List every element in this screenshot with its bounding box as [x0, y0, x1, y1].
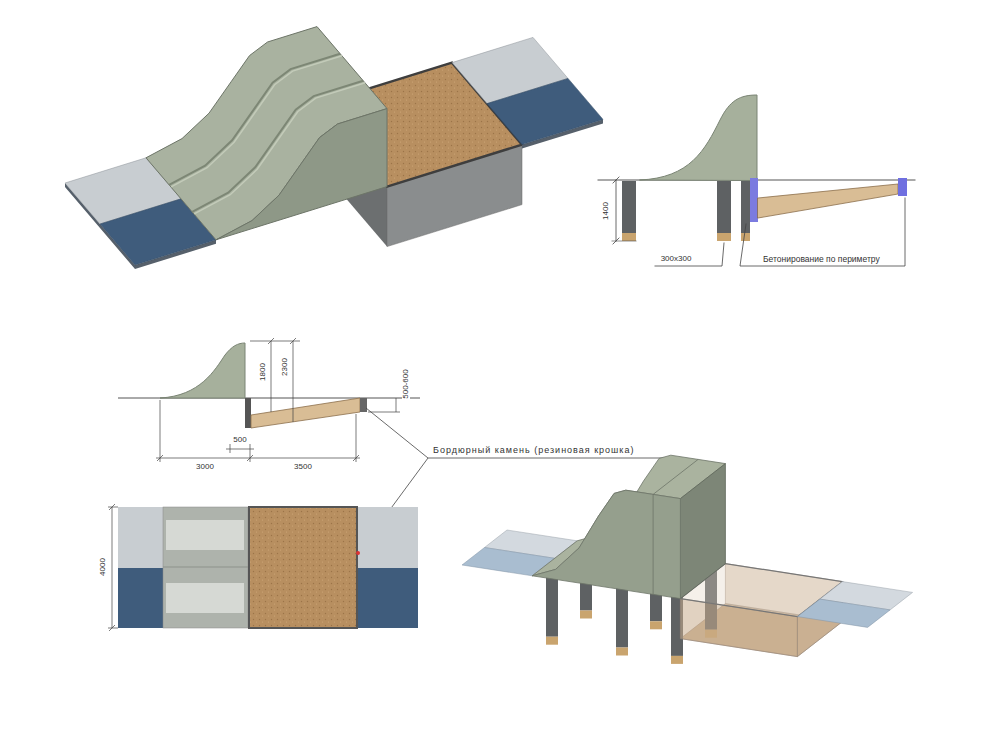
section-view [741, 233, 750, 241]
column [671, 656, 683, 664]
ramp-3d-view [216, 109, 387, 240]
dimension-label: 1400 [602, 201, 610, 221]
section-view [717, 181, 731, 233]
section-view [290, 338, 296, 344]
leader-line [366, 408, 428, 458]
section-view [622, 233, 636, 241]
plan-view [112, 507, 113, 628]
dimension-label: Бетонирование по периметру [762, 255, 881, 264]
dimension-label: 500 [232, 436, 247, 444]
plan-view [118, 568, 163, 628]
section-view [655, 243, 724, 266]
column [546, 575, 558, 637]
section-view [368, 412, 400, 413]
column [616, 586, 628, 648]
plan-view [163, 567, 248, 568]
plan-view [166, 520, 244, 550]
section-view [156, 458, 360, 459]
section-view [758, 184, 898, 218]
section-view [717, 233, 731, 241]
ramp-3d-view [532, 490, 680, 598]
section-view [622, 181, 636, 233]
dimension-label: 4000 [99, 557, 107, 577]
plan-view [249, 507, 357, 628]
plan-view [356, 551, 360, 555]
section-view [245, 398, 251, 428]
section-view [598, 95, 915, 266]
leader-line [428, 458, 672, 459]
section-view [157, 455, 163, 461]
section-view [251, 398, 360, 428]
section-view [160, 400, 161, 462]
ramp-3d-view [487, 78, 603, 144]
column [546, 637, 558, 645]
ramp-3d-view [462, 455, 913, 664]
callout-label: Бордюрный камень (резиновая крошка) [432, 446, 635, 455]
section-view [396, 398, 397, 412]
dimension-label: 2300 [281, 357, 289, 377]
dimension-label: 500-600 [402, 368, 410, 399]
section-view [250, 444, 251, 453]
section-view [247, 455, 253, 461]
section-view [160, 343, 245, 398]
dimension-label: 1800 [259, 362, 267, 382]
ramp-3d-view [797, 599, 890, 627]
plan-view [166, 583, 244, 613]
dimension-label: 300x300 [660, 255, 693, 263]
section-view [230, 444, 231, 453]
plan-view [108, 628, 118, 629]
plan-view [163, 507, 248, 628]
plan-view [108, 504, 418, 631]
section-view [226, 449, 254, 450]
column [580, 611, 592, 619]
plan-view [118, 507, 163, 568]
dimension-label: 3000 [195, 463, 215, 471]
plan-view [358, 568, 418, 628]
dimension-label: 3500 [293, 463, 313, 471]
section-view [740, 198, 905, 266]
section-view [118, 338, 420, 462]
section-view [613, 177, 619, 183]
ramp-3d-view [653, 494, 654, 594]
column [616, 648, 628, 656]
section-view [612, 241, 636, 242]
section-view [898, 178, 907, 196]
plan-view [358, 507, 418, 568]
ramp-3d-view [653, 459, 698, 494]
section-view [353, 455, 359, 461]
section-view [271, 341, 272, 412]
ramp-3d-view [146, 27, 387, 240]
section-view [293, 341, 294, 422]
plan-view [108, 507, 118, 508]
plan-view [109, 504, 115, 510]
ramp-3d-view [65, 27, 603, 269]
column [650, 621, 662, 629]
ramp-3d-view [680, 464, 725, 599]
plan-view [109, 625, 115, 631]
section-view [356, 414, 357, 462]
section-view [360, 398, 367, 412]
section-view [750, 178, 758, 222]
section-view [616, 180, 617, 241]
section-view [268, 338, 274, 344]
section-view [640, 95, 757, 180]
